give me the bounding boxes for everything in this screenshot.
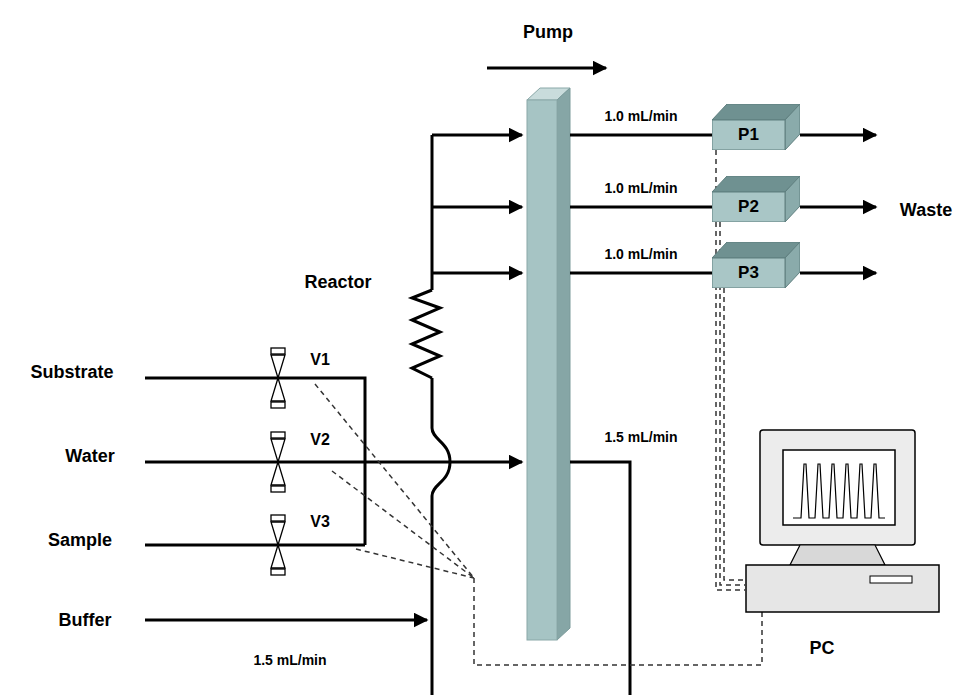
valve-cap: [271, 432, 285, 438]
flow-rate: 1.0 mL/min: [604, 108, 677, 124]
detector-box: P3: [712, 242, 800, 288]
computer-icon: PC: [745, 428, 940, 667]
control-wire: [474, 578, 762, 665]
peak-trace: [793, 464, 885, 518]
box-label: P2: [738, 197, 759, 217]
drive-slot: [870, 576, 912, 583]
inlet-label: Substrate: [30, 362, 113, 383]
computer-base: [746, 565, 939, 612]
valve-label: V2: [310, 431, 330, 449]
valve-cap: [271, 348, 285, 354]
waste-arrow: [800, 134, 876, 137]
valve-cone: [271, 378, 285, 401]
buffer-line: [145, 619, 427, 622]
reactor-coil: [412, 290, 440, 378]
box-side: [785, 242, 800, 288]
tube-arrow: [432, 272, 522, 275]
detector-box: P1: [712, 104, 800, 150]
outlet-line: [570, 134, 712, 137]
pump-side: [557, 88, 570, 640]
valve-label: V3: [310, 513, 330, 531]
waste-arrow: [800, 272, 876, 275]
inlet-label: Buffer: [59, 610, 112, 631]
node-outline: [745, 428, 940, 667]
tube-arrow: [432, 206, 522, 209]
monitor: [760, 430, 915, 545]
outlet-line: [570, 462, 630, 695]
control-wire: [315, 384, 474, 578]
flow-rate: 1.5 mL/min: [253, 652, 326, 668]
control-wire: [332, 471, 474, 578]
box-front: [712, 258, 785, 288]
inlet-label: Water: [65, 446, 114, 467]
box-label: P3: [738, 263, 759, 283]
tube-line: [432, 378, 450, 695]
device-label: PC: [809, 638, 834, 659]
box-label: P1: [738, 125, 759, 145]
substrate-line: [145, 378, 365, 545]
sample-line: [145, 544, 365, 547]
valve-cone: [271, 439, 285, 462]
direction-arrow: [487, 67, 606, 70]
valve-cap: [271, 569, 285, 575]
valve-cone: [271, 355, 285, 378]
inlet-label: Sample: [48, 530, 112, 551]
valve-symbol: [271, 348, 285, 408]
valve-label: V1: [310, 351, 330, 369]
valve-cap: [271, 486, 285, 492]
control-wire: [356, 549, 474, 578]
valve-cone: [271, 522, 285, 545]
box-side: [785, 176, 800, 222]
flow-rate: 1.5 mL/min: [604, 429, 677, 445]
flow-rate: 1.0 mL/min: [604, 246, 677, 262]
box-front: [712, 192, 785, 222]
box-front: [712, 120, 785, 150]
outlet-line: [570, 272, 712, 275]
valve-cone: [271, 462, 285, 485]
valve-cap: [271, 515, 285, 521]
outlet-line: [570, 206, 712, 209]
valve-symbol: [271, 432, 285, 492]
detector-box: P2: [712, 176, 800, 222]
screen: [783, 450, 895, 525]
valve-cap: [271, 402, 285, 408]
monitor-stand: [790, 545, 885, 565]
valve-symbol: [271, 515, 285, 575]
water-line: [145, 461, 522, 464]
pump-bar: [527, 100, 557, 640]
reactor-label: Reactor: [304, 272, 371, 293]
tube-line: [431, 135, 434, 290]
tube-arrow: [432, 134, 522, 137]
pump-label: Pump: [523, 22, 573, 43]
control-wires: [315, 384, 762, 665]
flow-rate: 1.0 mL/min: [604, 180, 677, 196]
valve-cone: [271, 545, 285, 568]
waste-label: Waste: [900, 200, 952, 221]
waste-arrow: [800, 206, 876, 209]
box-side: [785, 104, 800, 150]
signal-wire: [724, 288, 745, 580]
